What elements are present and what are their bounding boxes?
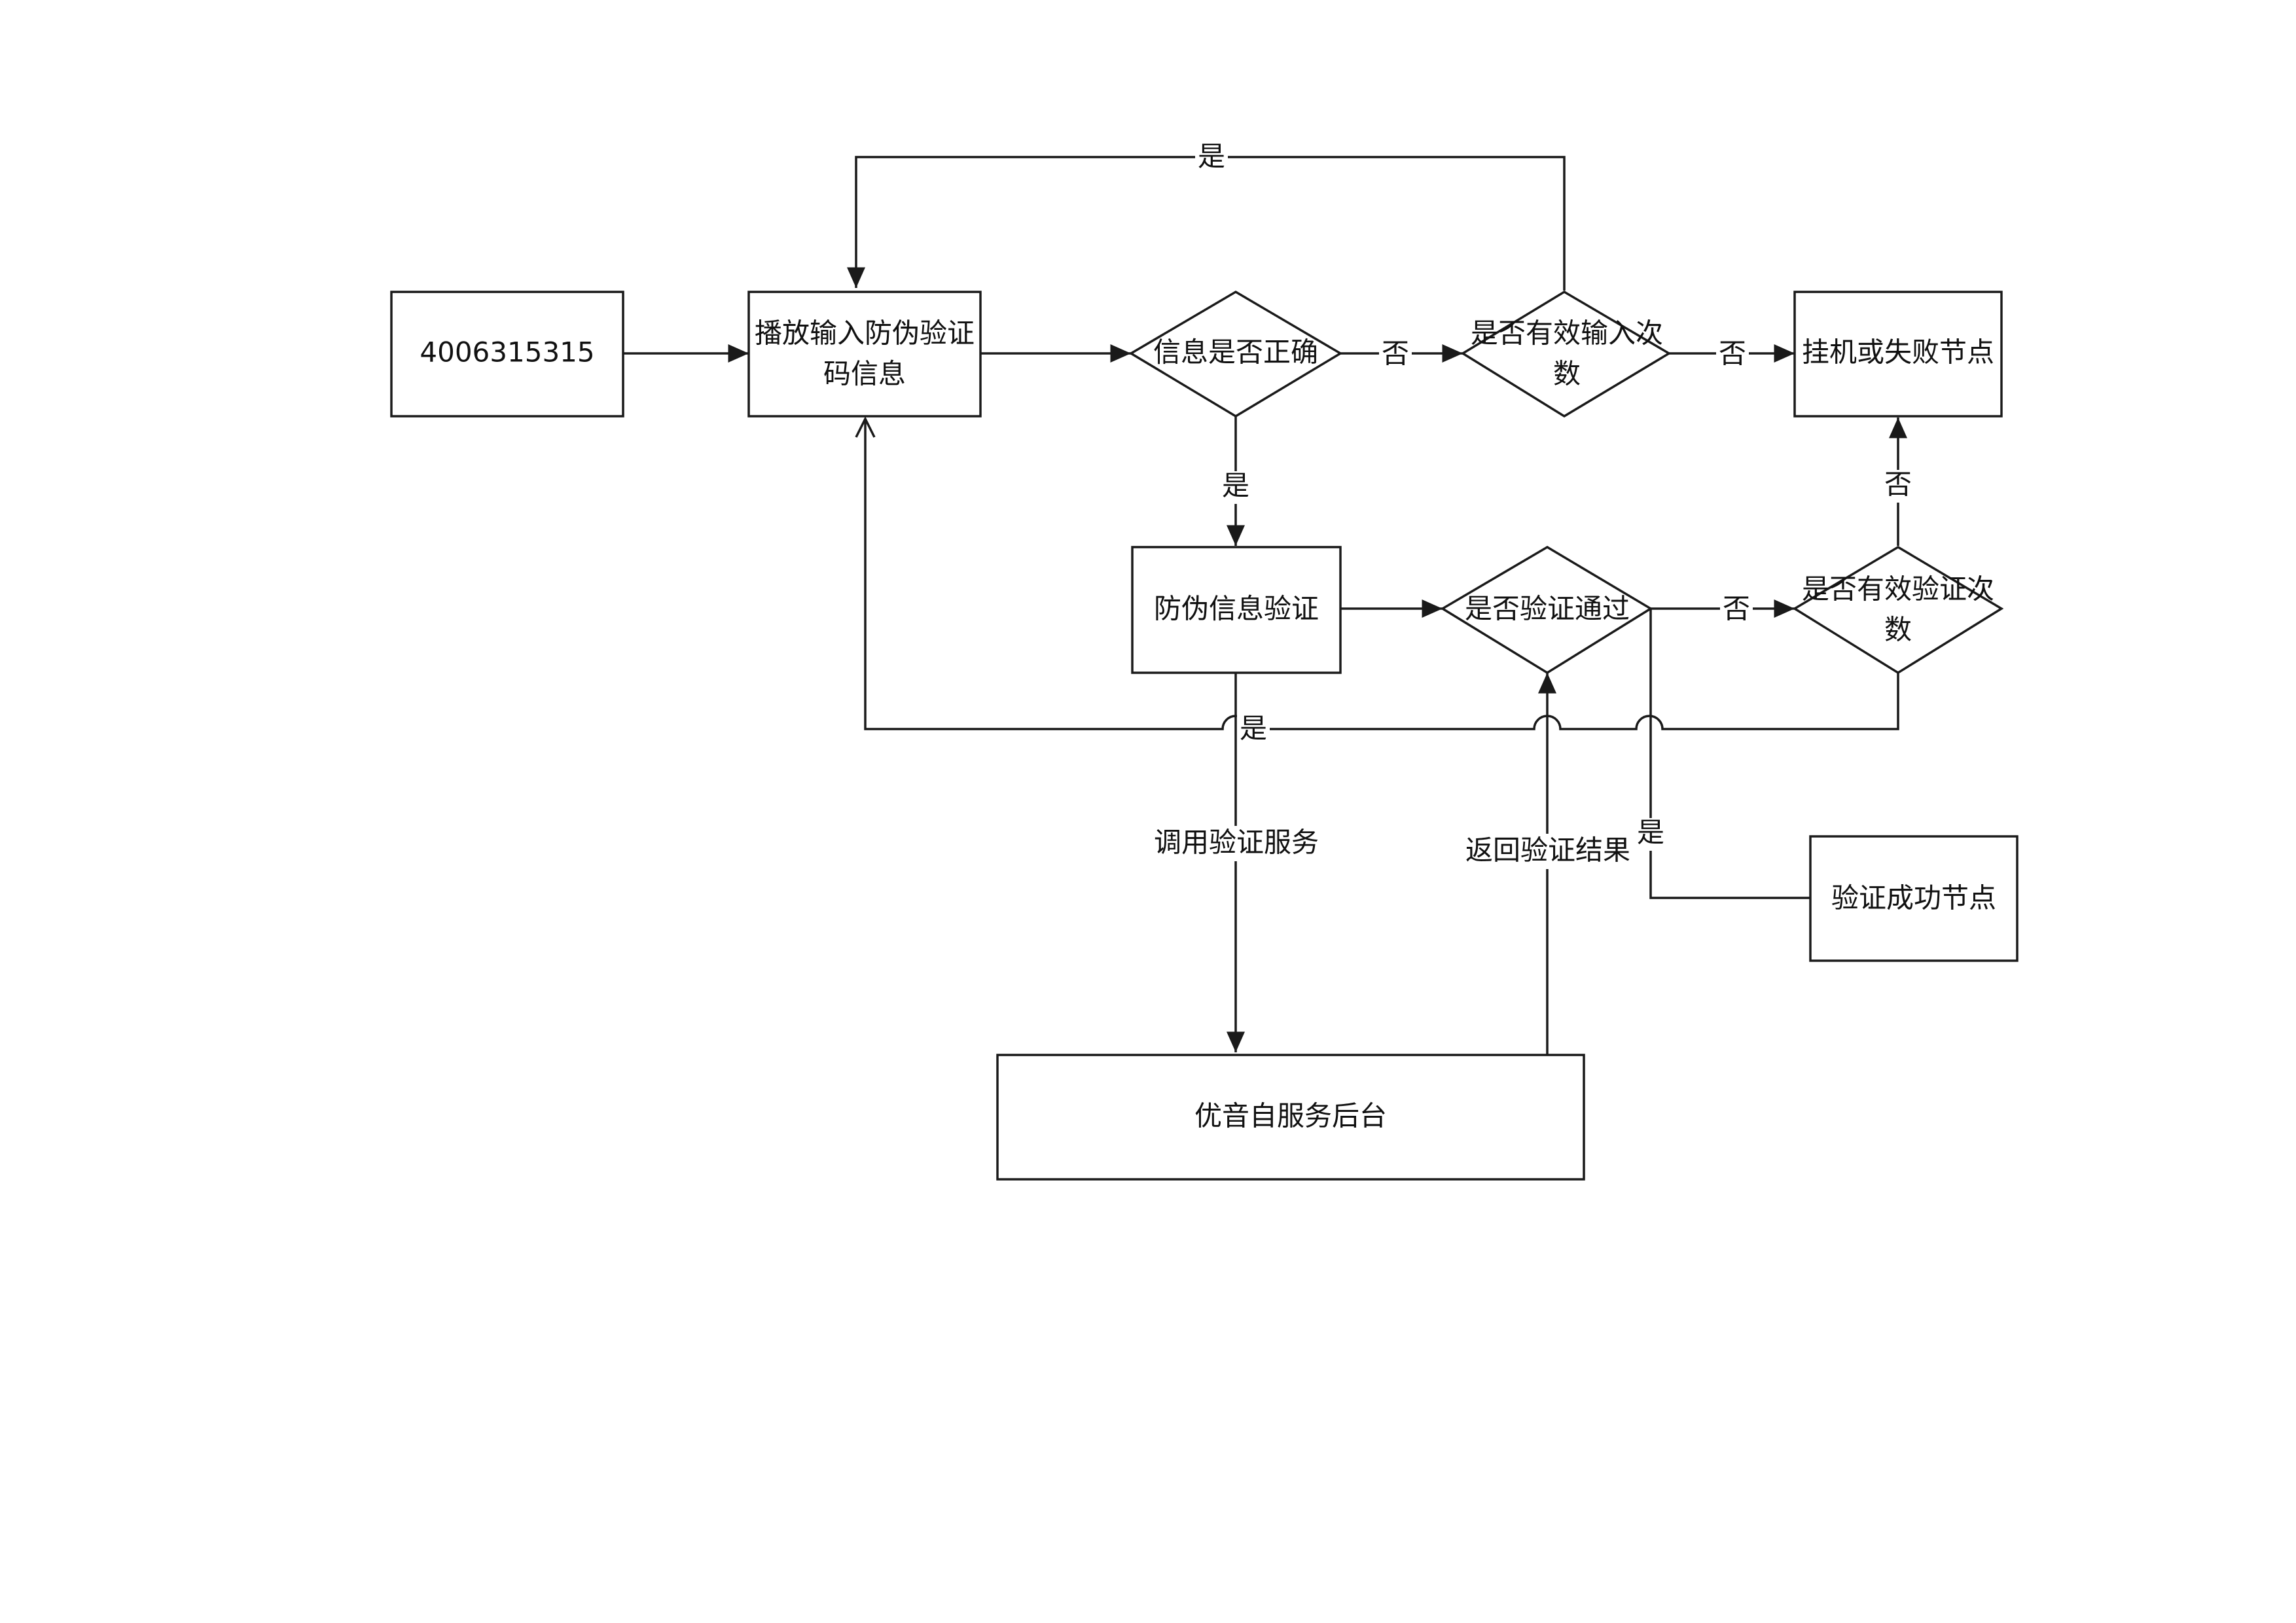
- edge-input-times-yes-loop: [847, 156, 1566, 291]
- node-verify-passed-decision: [1440, 545, 1653, 675]
- node-backend: [996, 1054, 1585, 1181]
- edge-verify-passed-yes: [1649, 609, 1810, 899]
- node-valid-verify-times-decision: [1792, 545, 2004, 675]
- edge-label-info-no: 否: [1382, 338, 1409, 370]
- edge-label-verify-times-no: 否: [1884, 469, 1912, 501]
- info-correct-label: 信息是否正确: [1153, 336, 1318, 368]
- play-prompt-label-line2: 码信息: [823, 358, 906, 390]
- nodes: [390, 290, 2018, 1181]
- edge-label-info-yes: 是: [1222, 470, 1249, 502]
- edge-label-input-times-no: 否: [1719, 338, 1746, 370]
- valid-input-times-label-line2: 数: [1553, 358, 1581, 390]
- node-play-prompt: [747, 291, 982, 418]
- verify-success-label: 验证成功节点: [1831, 882, 1996, 914]
- edge-label-verify-passed-yes: 是: [1637, 817, 1664, 849]
- backend-label: 优音自服务后台: [1194, 1100, 1387, 1132]
- node-valid-input-times-decision: [1460, 290, 1672, 418]
- edge-label-return-result: 返回验证结果: [1465, 834, 1630, 866]
- edge-verify-times-yes-loop: [865, 419, 1899, 730]
- edge-label-call-service: 调用验证服务: [1154, 827, 1319, 859]
- valid-verify-times-label-line1: 是否有效验证次: [1802, 573, 1994, 605]
- node-labels: 4006315315 播放输入防伪验证 码信息 信息是否正确 是否有效输入次 数…: [420, 317, 1996, 1132]
- verify-label: 防伪信息验证: [1154, 593, 1319, 625]
- node-info-correct-decision: [1128, 290, 1343, 418]
- edge-label-input-times-yes: 是: [1198, 141, 1225, 173]
- node-phone-number: [390, 291, 624, 418]
- edge-labels: 是 否 否 是 否 是 否 调用验证服务 返回验证结果 是: [1149, 141, 1914, 869]
- play-prompt-label-line1: 播放输入防伪验证: [755, 317, 975, 349]
- verify-passed-label: 是否验证通过: [1465, 593, 1630, 625]
- edge-label-verify-times-yes: 是: [1240, 713, 1267, 745]
- node-hangup-fail: [1793, 291, 2003, 418]
- edge-label-verify-passed-no: 否: [1723, 593, 1750, 625]
- hangup-fail-label: 挂机或失败节点: [1802, 336, 1994, 368]
- phone-number-label: 4006315315: [420, 336, 594, 368]
- node-verify-success: [1809, 835, 2018, 962]
- node-verify: [1131, 546, 1342, 674]
- valid-input-times-label-line1: 是否有效输入次: [1471, 317, 1663, 349]
- valid-verify-times-label-line2: 数: [1884, 614, 1912, 646]
